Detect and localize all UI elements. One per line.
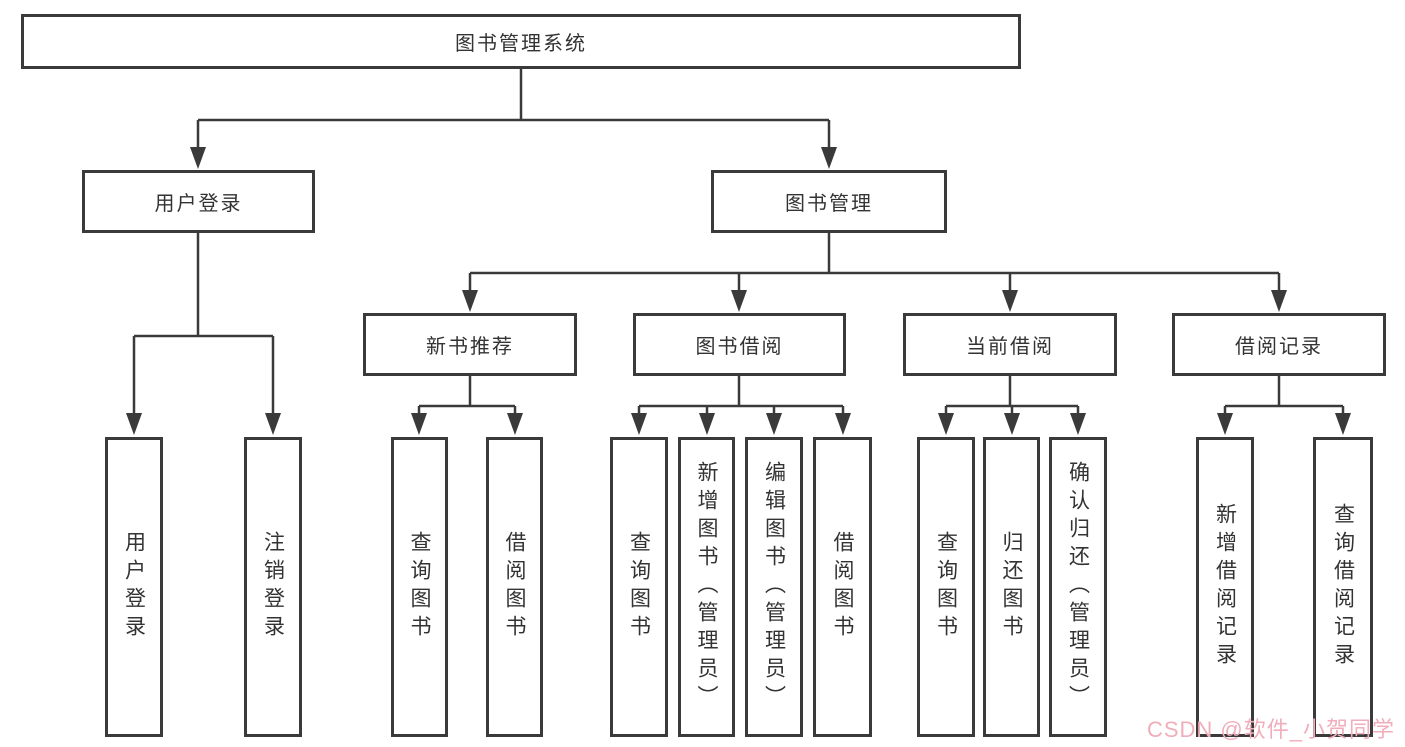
node-current-query-books: 查询图书: [917, 437, 975, 737]
node-record-query-borrow-record: 查询借阅记录: [1313, 437, 1373, 737]
connector-user-login-branch: [126, 233, 281, 435]
node-borrow-add-books-admin: 新增图书（管理员）: [678, 437, 735, 737]
node-current-borrow: 当前借阅: [903, 313, 1117, 376]
connector-current-borrow-branch: [938, 376, 1086, 435]
node-rec-borrow-books: 借阅图书: [486, 437, 543, 737]
node-current-confirm-return-admin: 确认归还（管理员）: [1049, 437, 1107, 737]
csdn-watermark: CSDN @软件_小贺同学: [1146, 717, 1395, 742]
node-leaf-user-login: 用户登录: [105, 437, 163, 737]
connector-root-to-level1: [190, 69, 837, 169]
node-borrow-query-books: 查询图书: [610, 437, 668, 737]
node-borrow-record: 借阅记录: [1172, 313, 1386, 376]
connector-book-mgmt-branch: [462, 233, 1287, 312]
node-book-management: 图书管理: [711, 170, 947, 233]
node-borrow-edit-books-admin: 编辑图书（管理员）: [745, 437, 803, 737]
node-borrow-borrow-books: 借阅图书: [813, 437, 872, 737]
connector-new-book-rec-branch: [411, 376, 523, 435]
node-new-book-recommend: 新书推荐: [363, 313, 577, 376]
node-root: 图书管理系统: [21, 14, 1021, 69]
node-rec-query-books: 查询图书: [391, 437, 448, 737]
node-user-login: 用户登录: [82, 170, 315, 233]
node-record-add-borrow-record: 新增借阅记录: [1196, 437, 1254, 737]
node-leaf-logout: 注销登录: [244, 437, 302, 737]
connector-book-borrow-branch: [631, 376, 851, 435]
connector-borrow-record-branch: [1217, 376, 1351, 435]
node-current-return-books: 归还图书: [983, 437, 1040, 737]
node-book-borrow: 图书借阅: [633, 313, 846, 376]
